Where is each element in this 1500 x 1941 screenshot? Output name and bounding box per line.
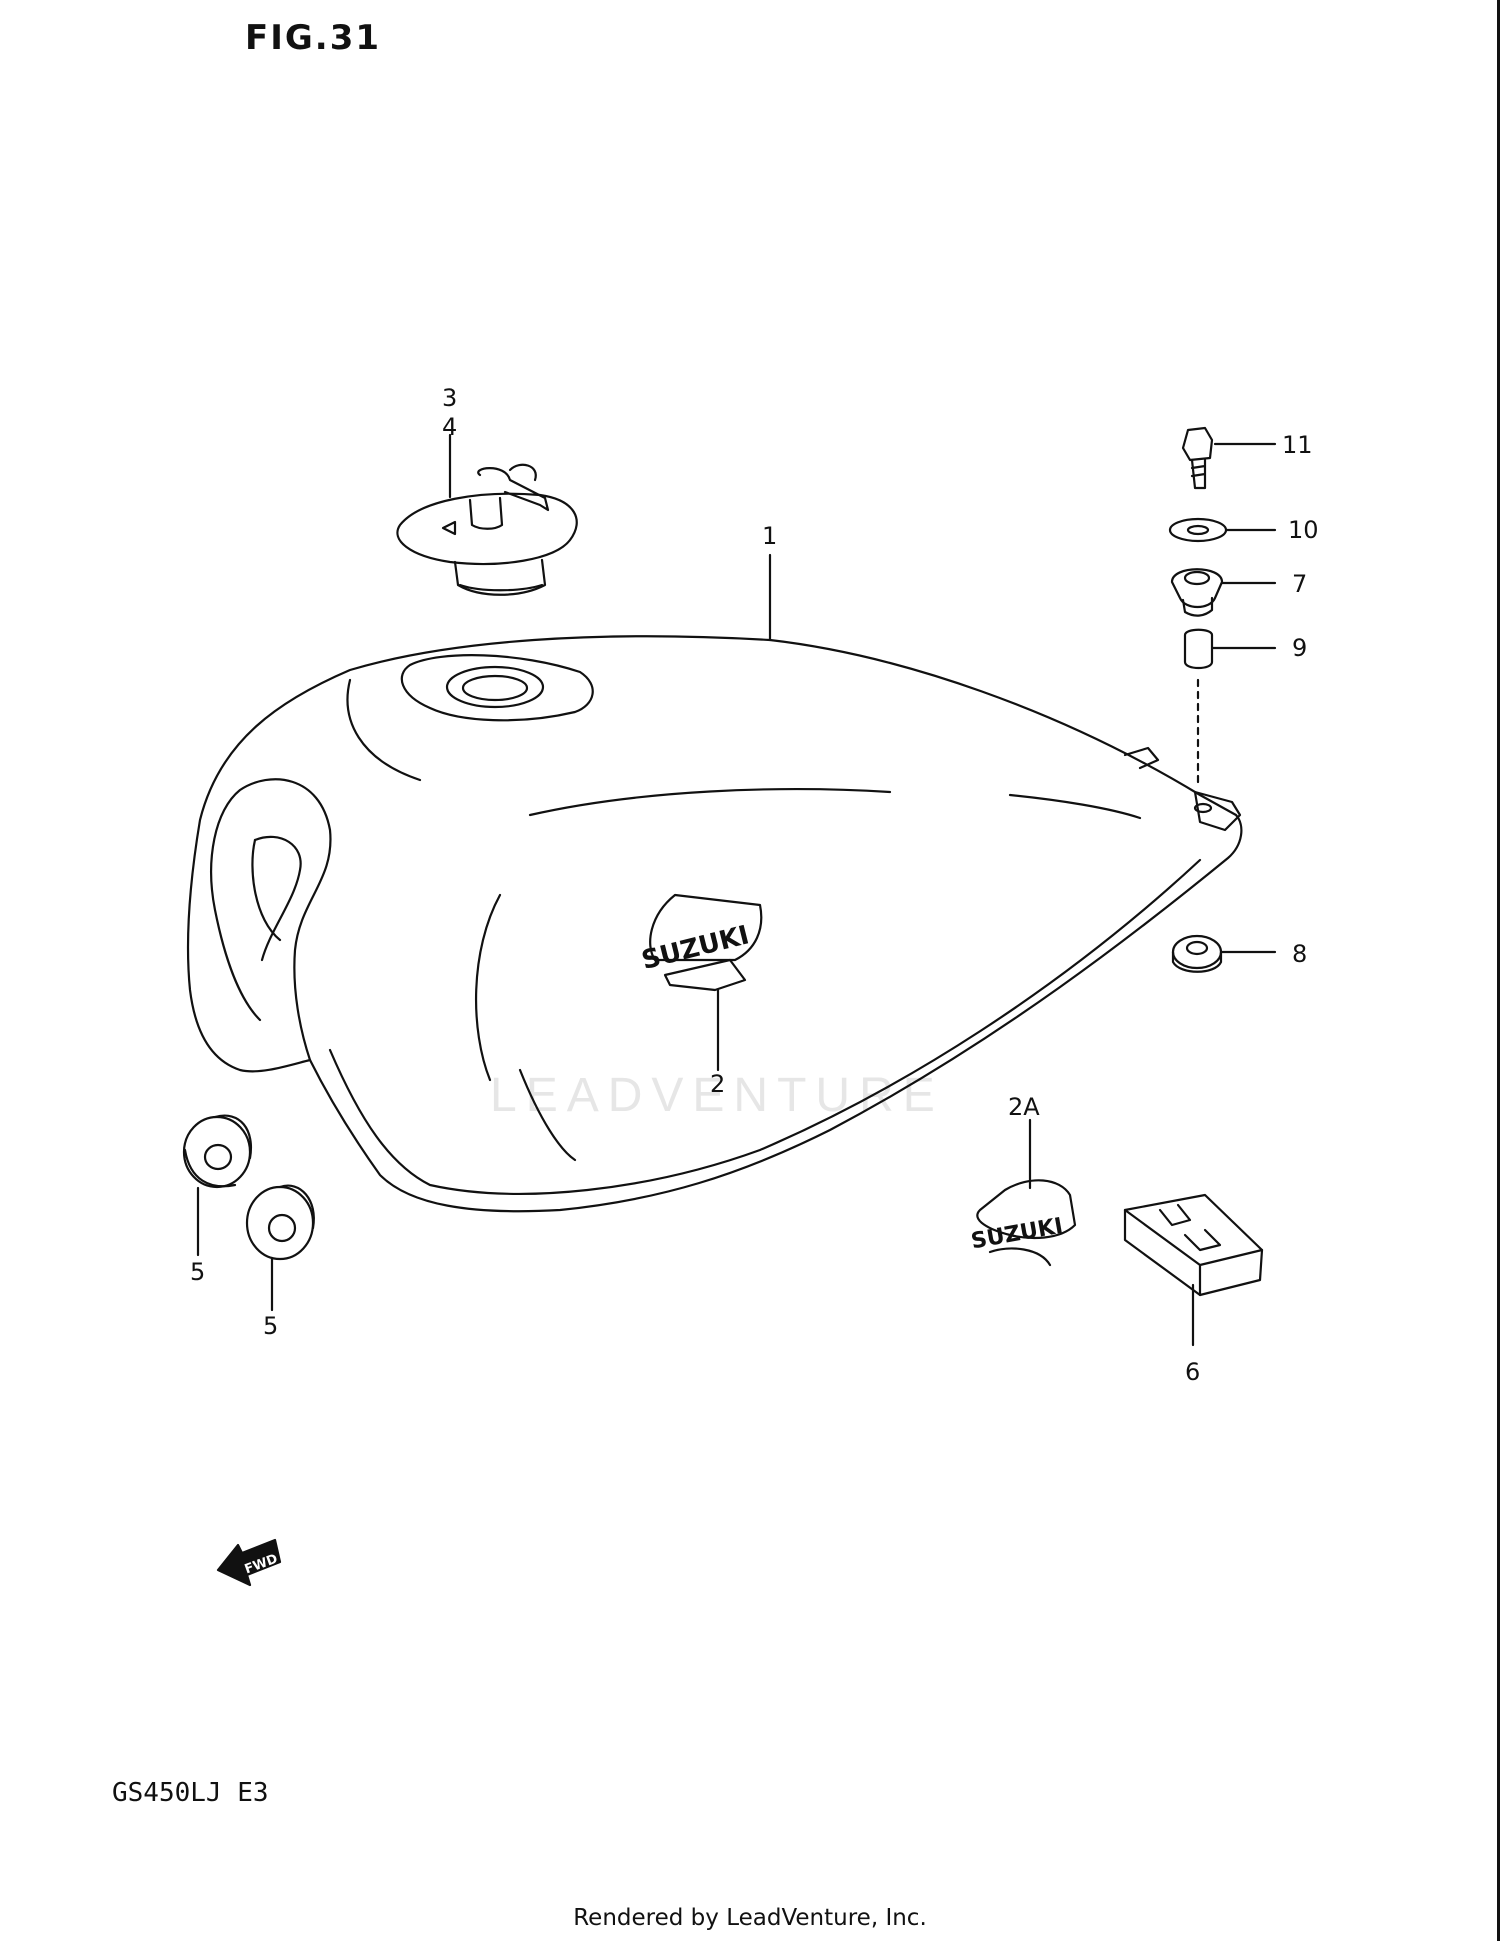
callout-6: 6: [1185, 1358, 1200, 1386]
grommet-8: [1171, 934, 1223, 970]
callout-8: 8: [1292, 940, 1307, 968]
fuel-tank-outline: [186, 635, 1243, 1213]
washer-10: [1168, 517, 1228, 543]
callout-9: 9: [1292, 634, 1307, 662]
knee-recess: [210, 778, 332, 1062]
grommet-7: [1170, 568, 1224, 609]
callout-5a: 5: [190, 1258, 205, 1286]
footer-credit: Rendered by LeadVenture, Inc.: [573, 1905, 927, 1931]
emblem-2: [649, 893, 763, 962]
callout-7: 7: [1292, 570, 1307, 598]
grommet-5b: [245, 1185, 315, 1261]
callout-2a: 2A: [1008, 1093, 1040, 1121]
knee-recess-inner-2: [251, 838, 282, 942]
bolt-11: [1181, 426, 1214, 462]
grommet-5a: [182, 1115, 252, 1189]
tank-bottom-rim: [328, 858, 1202, 1195]
fuel-cap: [396, 492, 578, 566]
callout-3: 3: [442, 384, 457, 412]
collar-9: [1183, 628, 1214, 670]
knee-recess-inner: [253, 835, 302, 962]
callout-10: 10: [1288, 516, 1319, 544]
tank-contour-top: [346, 678, 422, 782]
cap-key: [477, 467, 550, 512]
filler-recess: [400, 654, 594, 722]
tank-contour-upper: [528, 788, 892, 817]
callout-4: 4: [442, 413, 457, 441]
callout-1: 1: [762, 522, 777, 550]
filler-neck: [445, 665, 545, 709]
callout-2: 2: [710, 1070, 725, 1098]
cushion-6: [1123, 1193, 1264, 1297]
model-code: GS450LJ E3: [112, 1778, 269, 1808]
figure-title: FIG.31: [245, 18, 382, 58]
filler-neck-inner: [461, 674, 529, 702]
fwd-arrow: [216, 1538, 282, 1587]
page-border: [1497, 0, 1500, 1941]
tank-contour-upper-right: [1008, 793, 1142, 820]
tank-contour-left: [474, 893, 502, 1082]
callout-11: 11: [1282, 431, 1313, 459]
emblem-2a: [976, 1179, 1077, 1240]
rear-mount-bracket: [1193, 790, 1242, 832]
tank-contour-lower: [518, 1068, 577, 1162]
cap-lock-cylinder: [468, 496, 504, 530]
callout-5b: 5: [263, 1312, 278, 1340]
